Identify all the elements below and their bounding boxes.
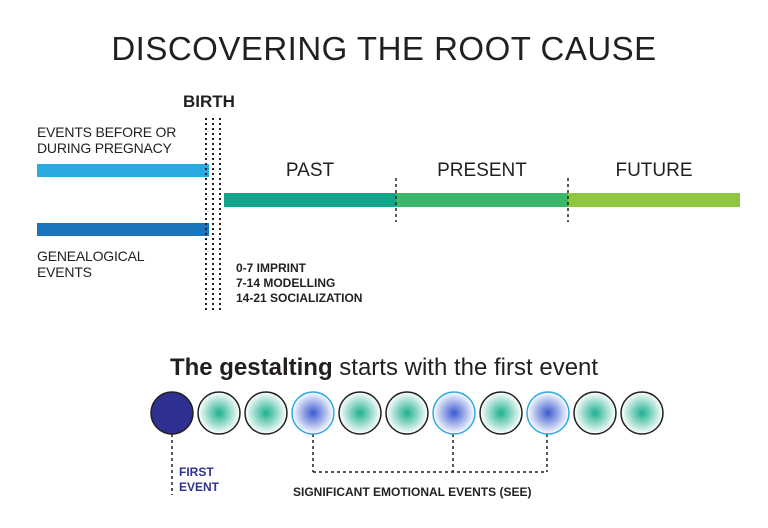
genealogical-events-bar xyxy=(37,223,209,236)
significant-event-circle xyxy=(526,391,570,435)
timeline-segment-present xyxy=(396,193,568,207)
event-circle xyxy=(573,391,617,435)
event-chain xyxy=(150,391,664,435)
gestalt-heading-rest: starts with the first event xyxy=(332,354,599,381)
significant-event-circle xyxy=(432,391,476,435)
birth-marker xyxy=(205,118,221,310)
genealogical-events-label: GENEALOGICAL EVENTS xyxy=(37,248,145,280)
page-title: DISCOVERING THE ROOT CAUSE xyxy=(111,30,657,67)
first-event-label-line1: FIRST xyxy=(179,465,214,479)
genealogical-events-label-line2: EVENTS xyxy=(37,264,92,280)
segment-dividers xyxy=(395,178,569,222)
pregnancy-events-bar xyxy=(37,164,209,177)
birth-label: BIRTH xyxy=(183,92,235,111)
stage-modelling: 7-14 MODELLING xyxy=(236,276,336,290)
first-event-label-line2: EVENT xyxy=(179,480,220,494)
event-circle xyxy=(385,391,429,435)
pregnancy-events-label-line2: DURING PREGNACY xyxy=(37,140,172,156)
pregnancy-events-label: EVENTS BEFORE OR DURING PREGNACY xyxy=(37,124,176,156)
future-label: FUTURE xyxy=(615,160,693,181)
significant-event-circle xyxy=(291,391,335,435)
event-circle xyxy=(244,391,288,435)
past-label: PAST xyxy=(285,160,335,181)
gestalt-heading: The gestalting starts with the first eve… xyxy=(0,354,768,382)
stage-imprint: 0-7 IMPRINT xyxy=(236,261,307,275)
event-circle xyxy=(338,391,382,435)
timeline-segment-past xyxy=(224,193,396,207)
first-event-circle xyxy=(150,391,194,435)
development-stages: 0-7 IMPRINT 7-14 MODELLING 14-21 SOCIALI… xyxy=(236,261,362,306)
timeline-segment-future xyxy=(568,193,740,207)
event-circle xyxy=(479,391,523,435)
see-label: SIGNIFICANT EMOTIONAL EVENTS (SEE) xyxy=(293,485,532,499)
present-label: PRESENT xyxy=(437,160,527,181)
genealogical-events-label-line1: GENEALOGICAL xyxy=(37,248,145,264)
event-connectors xyxy=(171,434,548,495)
first-event-label: FIRST EVENT xyxy=(179,465,219,495)
event-circle xyxy=(620,391,664,435)
event-circle xyxy=(197,391,241,435)
stage-socialization: 14-21 SOCIALIZATION xyxy=(236,291,363,305)
pregnancy-events-label-line1: EVENTS BEFORE OR xyxy=(37,124,177,140)
gestalt-heading-bold: The gestalting xyxy=(169,354,333,381)
